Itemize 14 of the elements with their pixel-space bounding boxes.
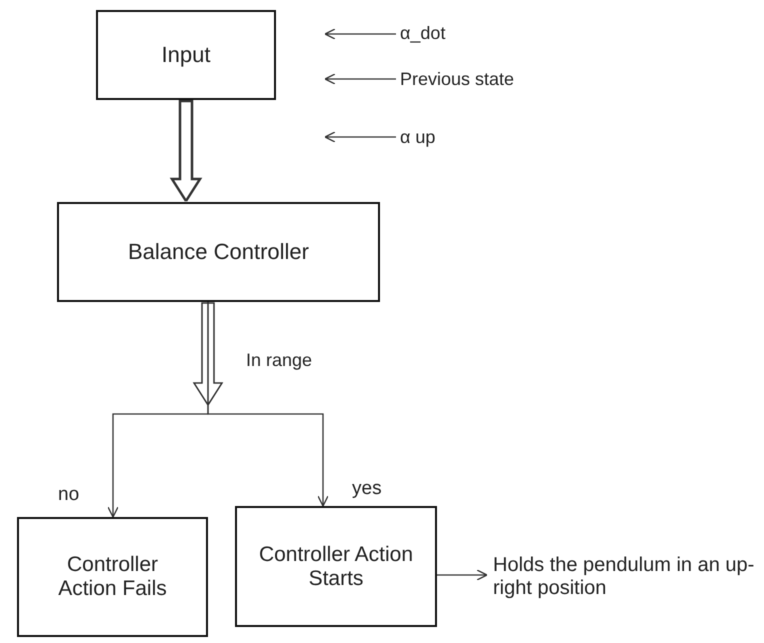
- input-label: α_dot: [400, 22, 446, 44]
- arrow: [324, 28, 396, 40]
- input-label: α up: [400, 126, 436, 148]
- arrow: [437, 569, 488, 581]
- input-label: Previous state: [400, 68, 514, 90]
- arrow: [324, 73, 396, 85]
- input-label: Holds the pendulum in an up-right position: [493, 554, 756, 600]
- arrow: [192, 302, 329, 507]
- process-box: Balance Controller: [57, 202, 380, 302]
- process-box: Controller Action Fails: [17, 517, 208, 637]
- arrow: [170, 100, 202, 204]
- process-box: Controller Action Starts: [235, 506, 437, 627]
- arrow: [324, 131, 396, 143]
- process-box: Input: [96, 10, 276, 100]
